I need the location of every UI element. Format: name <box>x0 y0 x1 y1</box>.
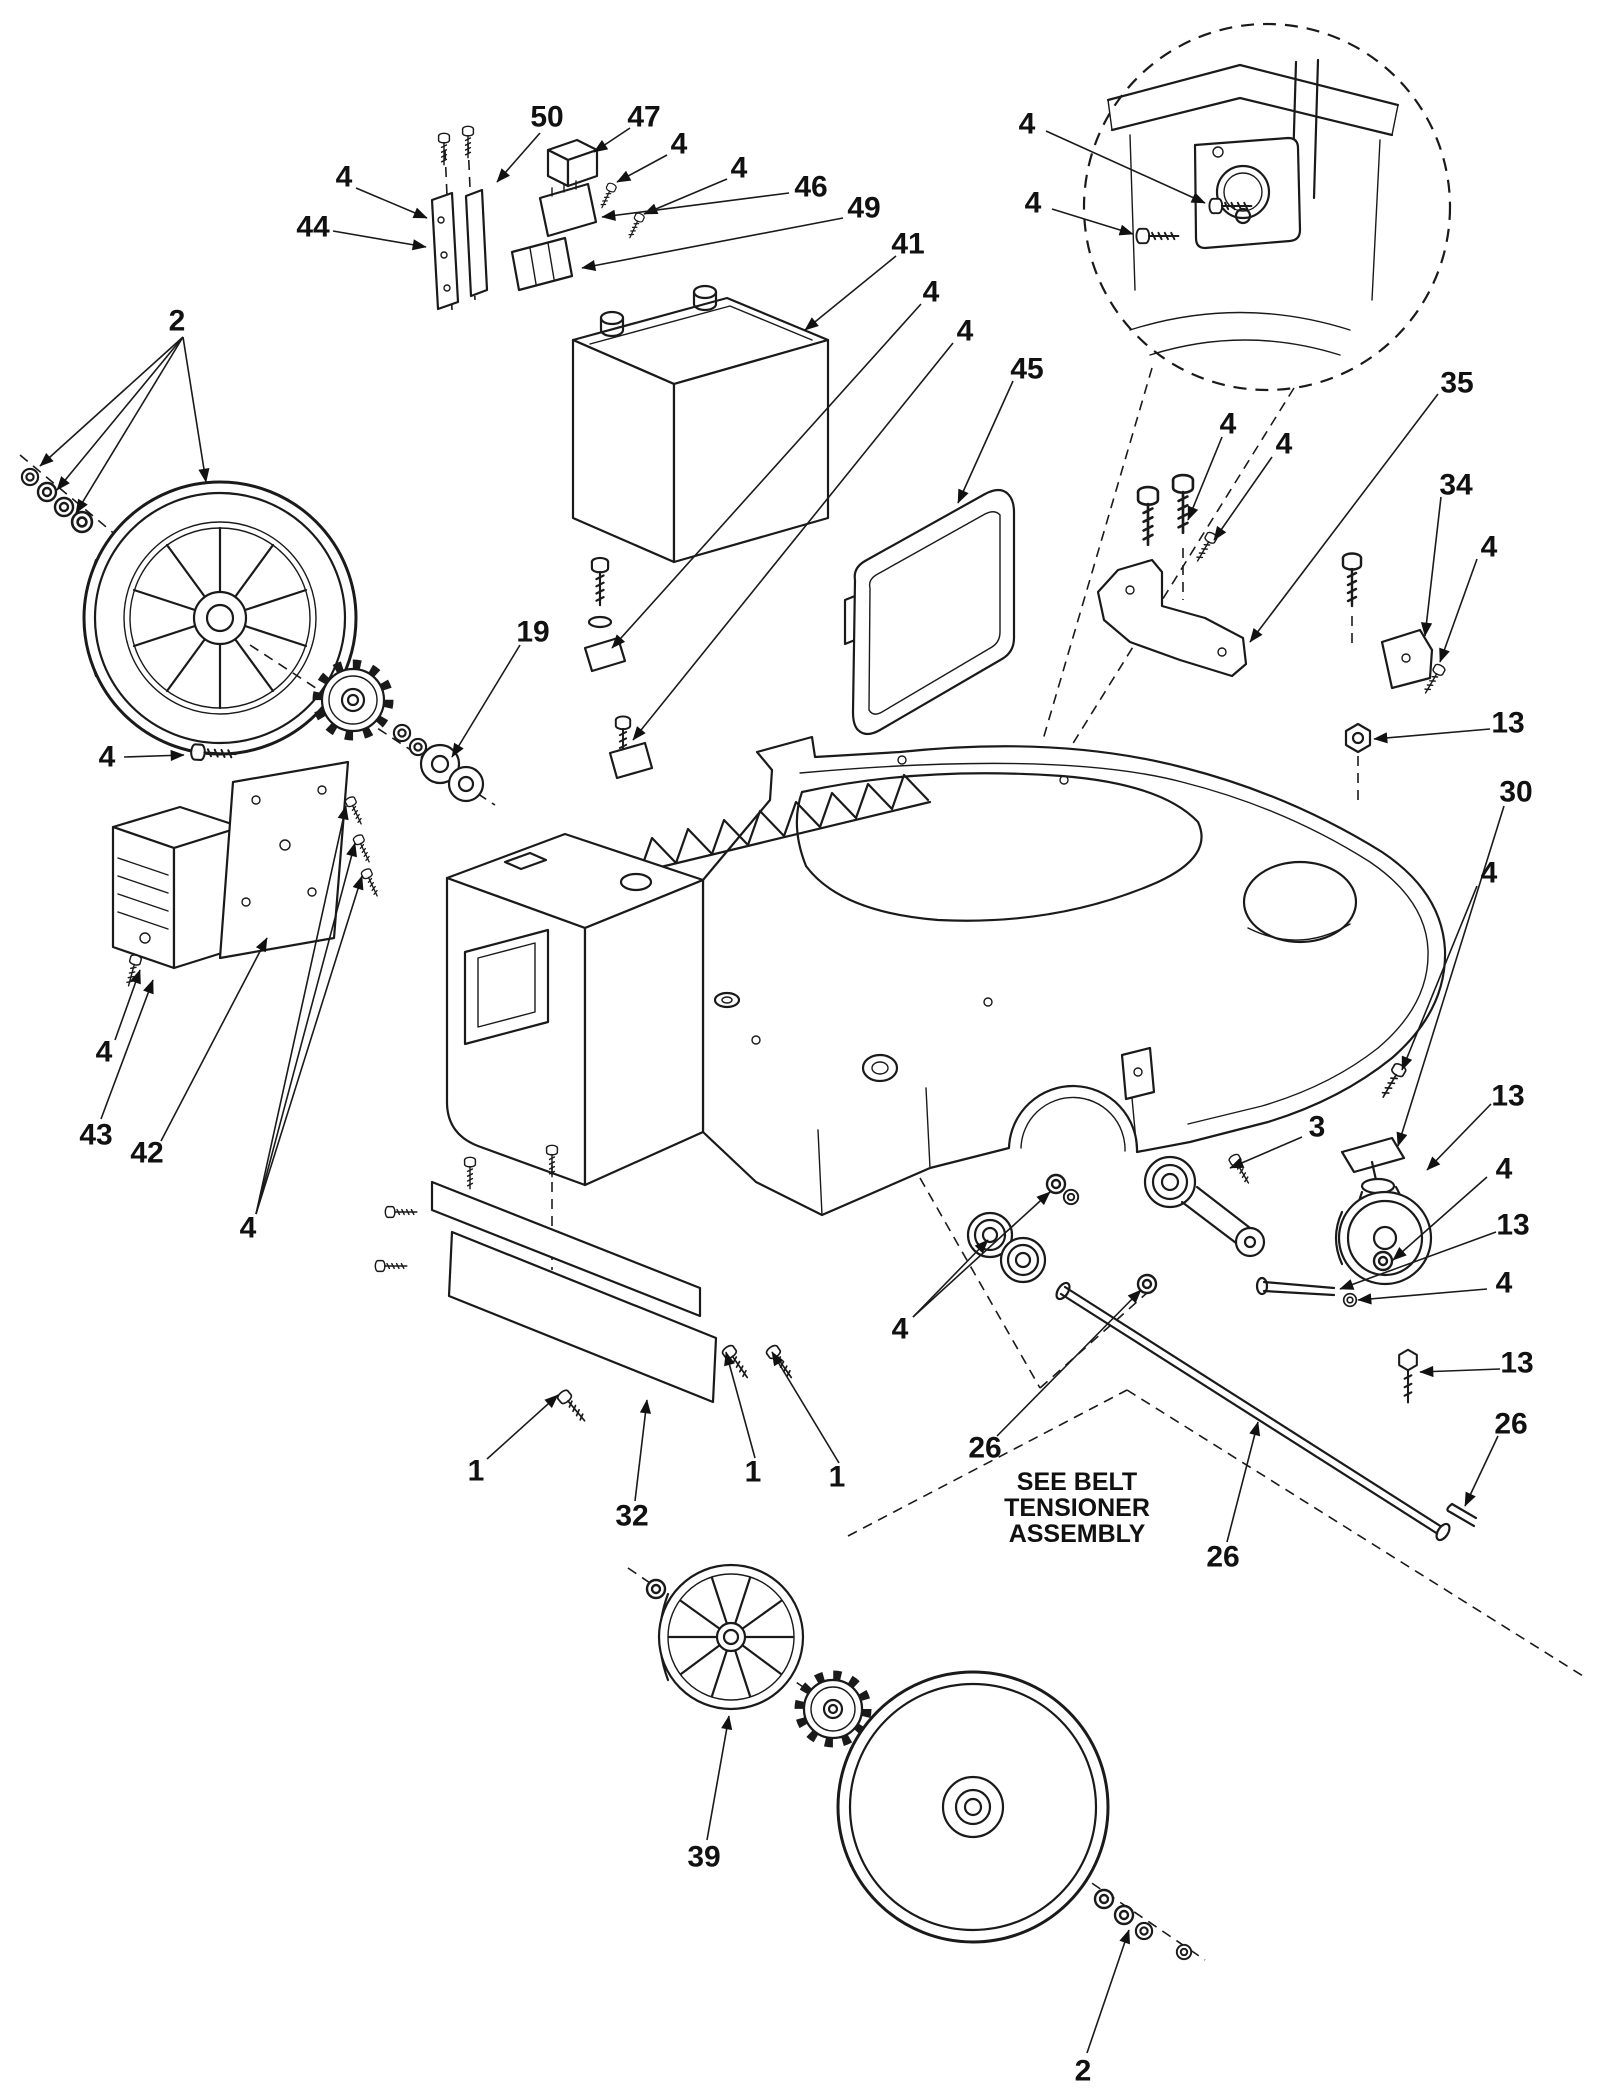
rear-wheel-assembly <box>627 1389 1584 1961</box>
part-number-label: 45 <box>1010 353 1043 386</box>
part-number-label: 26 <box>1206 1541 1239 1574</box>
part-number-label: 2 <box>1075 2055 1092 2088</box>
belt-tensioner-note-line: TENSIONER <box>1004 1494 1150 1522</box>
drive-sprocket-assembly <box>189 644 496 806</box>
part-number-label: 4 <box>96 1036 113 1069</box>
rear-discharge-panel <box>843 488 1016 736</box>
part-number-label: 4 <box>99 741 116 774</box>
part-number-label: 32 <box>615 1500 648 1533</box>
belt-tensioner-note-line: SEE BELT <box>1017 1468 1137 1496</box>
part-number-label: 13 <box>1491 707 1524 740</box>
tension-rod <box>1055 1281 1478 1542</box>
part-number-label: 26 <box>1494 1408 1527 1441</box>
part-number-label: 4 <box>240 1212 257 1245</box>
relay-switch-cluster <box>430 125 646 311</box>
mount-brackets <box>1096 473 1447 1102</box>
part-number-label: 49 <box>847 192 880 225</box>
part-number-label: 4 <box>1276 428 1293 461</box>
part-number-label: 4 <box>1019 108 1036 141</box>
part-number-label: 4 <box>1496 1267 1513 1300</box>
part-number-label: 4 <box>1220 408 1237 441</box>
part-number-label: 50 <box>530 101 563 134</box>
part-number-label: 44 <box>296 211 330 244</box>
part-number-label: 1 <box>468 1455 485 1488</box>
part-number-label: 3 <box>1309 1111 1326 1144</box>
part-number-label: 46 <box>794 171 827 204</box>
part-number-label: 2 <box>169 305 186 338</box>
part-number-label: 35 <box>1440 367 1473 400</box>
leader-lines <box>39 127 1505 2054</box>
part-number-label: 4 <box>1496 1153 1513 1186</box>
caster-assembly <box>1255 1136 1433 1404</box>
chassis-deck <box>445 556 1447 1217</box>
part-number-label: 42 <box>130 1137 163 1170</box>
part-number-label: 1 <box>829 1461 846 1494</box>
part-number-label: 34 <box>1439 469 1473 502</box>
part-number-label: 39 <box>687 1841 720 1874</box>
part-number-label: 4 <box>1025 187 1042 220</box>
part-number-label: 1 <box>745 1456 762 1489</box>
part-number-label: 19 <box>516 616 549 649</box>
part-number-label: 4 <box>957 315 974 348</box>
front-drive-wheel <box>19 454 358 756</box>
part-number-label: 4 <box>892 1313 909 1346</box>
part-number-label: 30 <box>1499 776 1532 809</box>
part-number-label: 4 <box>671 128 688 161</box>
belt-tensioner-note-line: ASSEMBLY <box>1009 1520 1146 1548</box>
part-number-label: 47 <box>627 101 660 134</box>
part-number-label: 13 <box>1500 1347 1533 1380</box>
part-number-label: 13 <box>1496 1209 1529 1242</box>
part-number-label: 4 <box>336 161 353 194</box>
part-number-label: 41 <box>891 228 924 261</box>
detail-inset-circle <box>1041 22 1452 746</box>
part-number-label: 4 <box>731 152 748 185</box>
part-number-label: 26 <box>968 1432 1001 1465</box>
part-number-label: 13 <box>1491 1080 1524 1113</box>
front-panel-32 <box>374 1144 798 1426</box>
charger-and-mount-plate <box>111 760 383 988</box>
part-number-label: 4 <box>923 276 940 309</box>
belt-tensioner-assembly <box>919 1152 1266 1389</box>
part-number-label: 4 <box>1481 857 1498 890</box>
part-number-label: 43 <box>79 1119 112 1152</box>
battery <box>571 284 830 564</box>
part-number-label: 4 <box>1481 531 1498 564</box>
